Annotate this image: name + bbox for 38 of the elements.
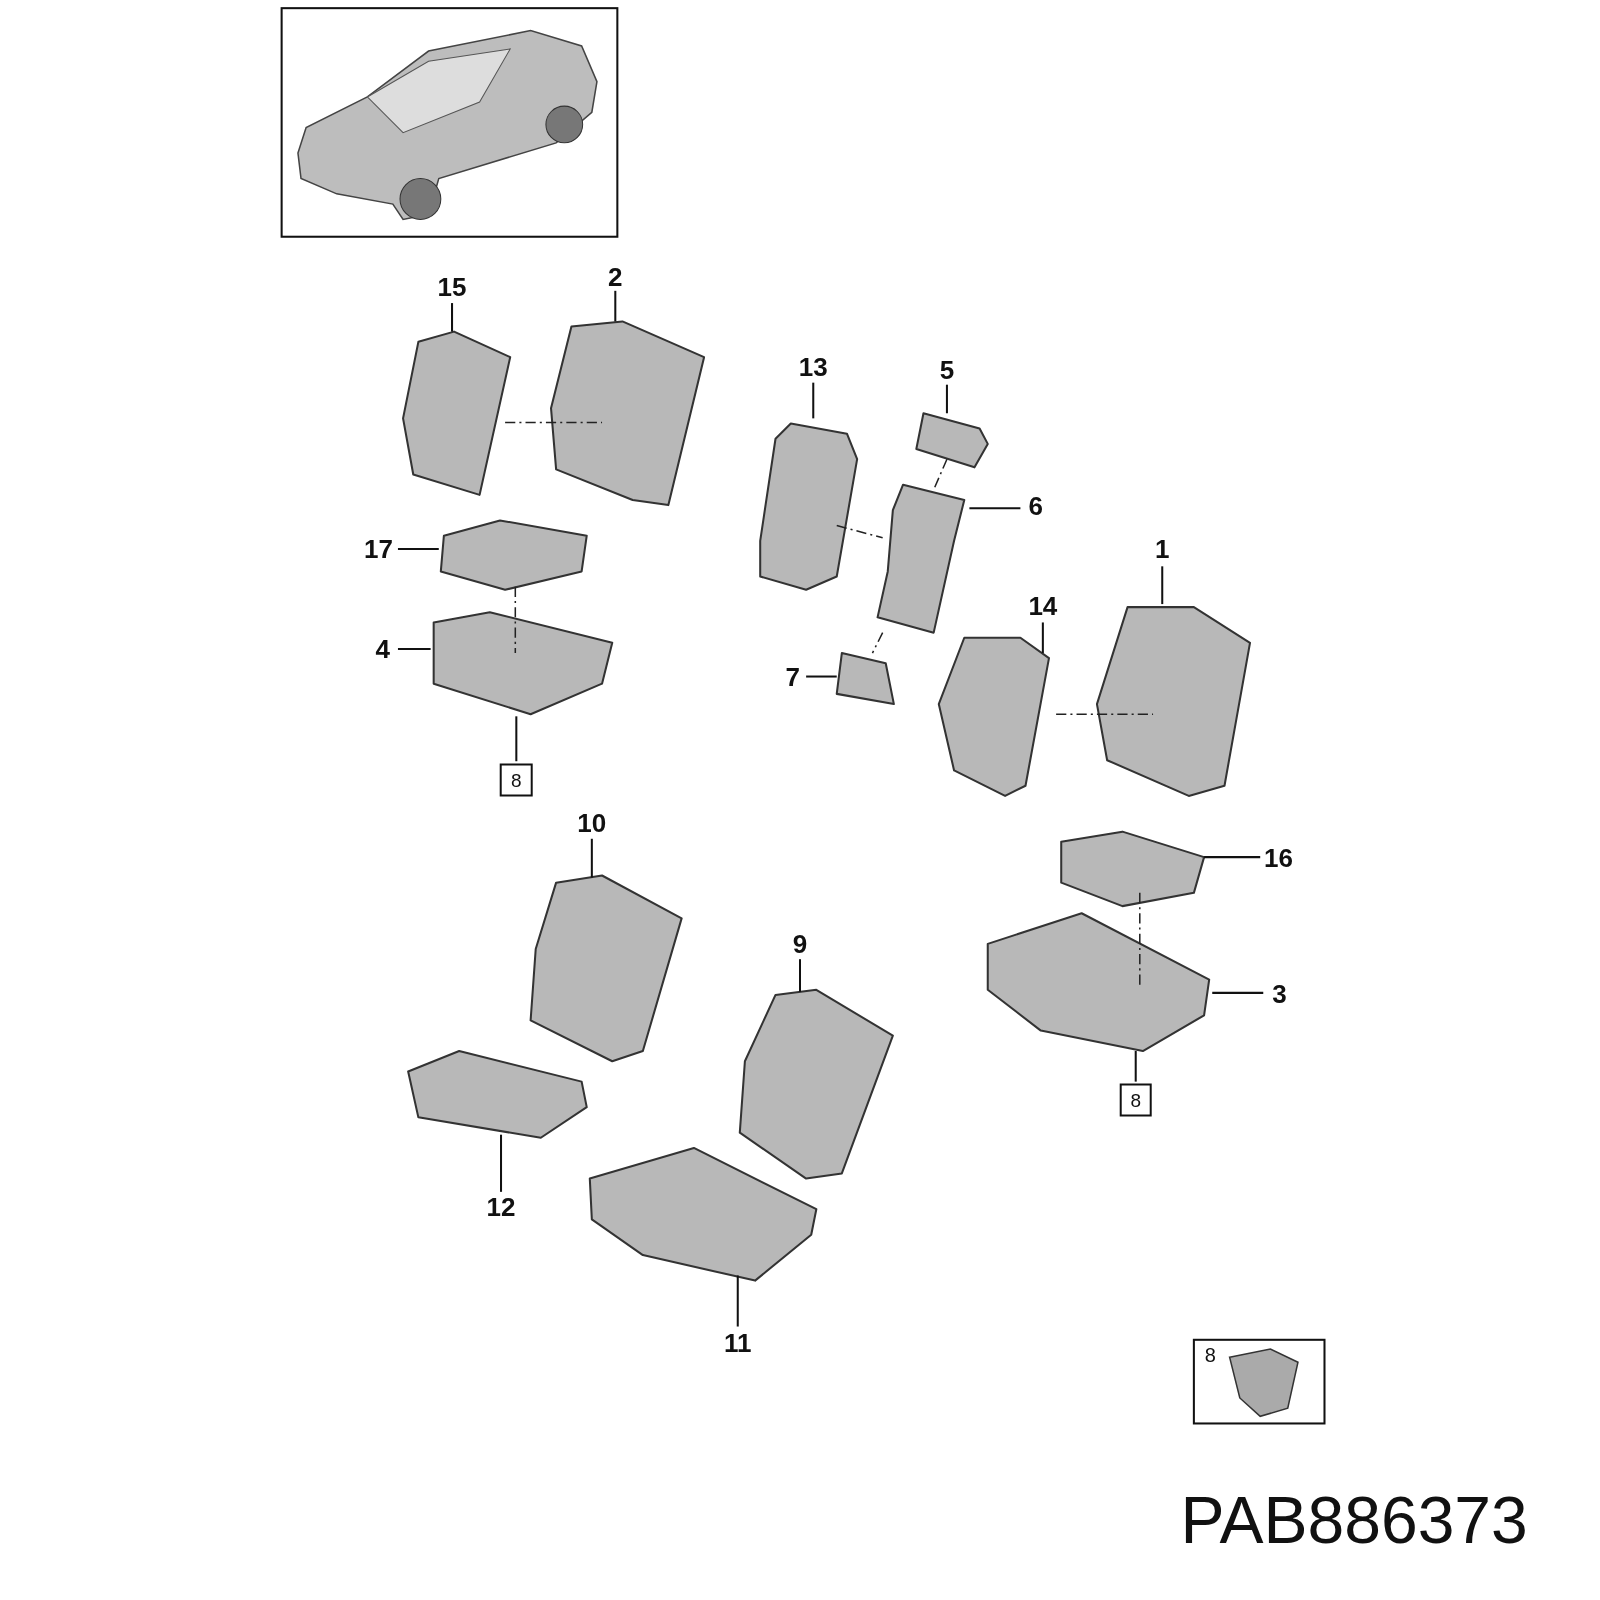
leader-line	[397, 547, 439, 550]
leader-line	[1161, 566, 1164, 605]
leader-line	[736, 1275, 739, 1327]
leader-line	[1134, 1051, 1137, 1082]
callout-number: 6	[1028, 493, 1043, 520]
leader-line	[1041, 622, 1044, 654]
callout-number: 7	[785, 663, 801, 690]
callout-number: 17	[364, 535, 393, 562]
reference-number: 8	[500, 763, 533, 797]
leader-line	[799, 959, 801, 992]
callout-number: 1	[1155, 535, 1170, 562]
reference-number: 8	[1119, 1083, 1152, 1117]
callout-number: 9	[792, 930, 808, 957]
callout-number: 5	[939, 357, 955, 384]
leader-line	[614, 290, 617, 322]
leader-line	[945, 384, 948, 414]
callout-number: 15	[437, 273, 467, 300]
leader-line	[590, 838, 593, 878]
callout-number: 14	[1028, 593, 1058, 620]
callout-number: 12	[486, 1194, 516, 1221]
callout-number: 10	[577, 810, 607, 837]
leader-line	[969, 507, 1021, 510]
callout-number: 2	[608, 263, 623, 290]
leader-line	[451, 303, 454, 332]
callout-number: 16	[1264, 845, 1293, 872]
leader-line	[500, 1134, 503, 1192]
leader-line	[1212, 991, 1264, 994]
leader-line	[806, 675, 837, 678]
callout-number: 11	[724, 1329, 752, 1356]
part-number: PAB886373	[1180, 1487, 1528, 1554]
callout-number: 4	[375, 635, 390, 662]
leader-line	[397, 647, 431, 650]
leader-line	[1204, 856, 1261, 859]
leader-line	[812, 382, 815, 419]
callout-number: 3	[1272, 980, 1287, 1007]
callout-number: 13	[798, 354, 828, 381]
callout-number: 8	[1204, 1345, 1216, 1366]
leader-line	[515, 716, 518, 762]
